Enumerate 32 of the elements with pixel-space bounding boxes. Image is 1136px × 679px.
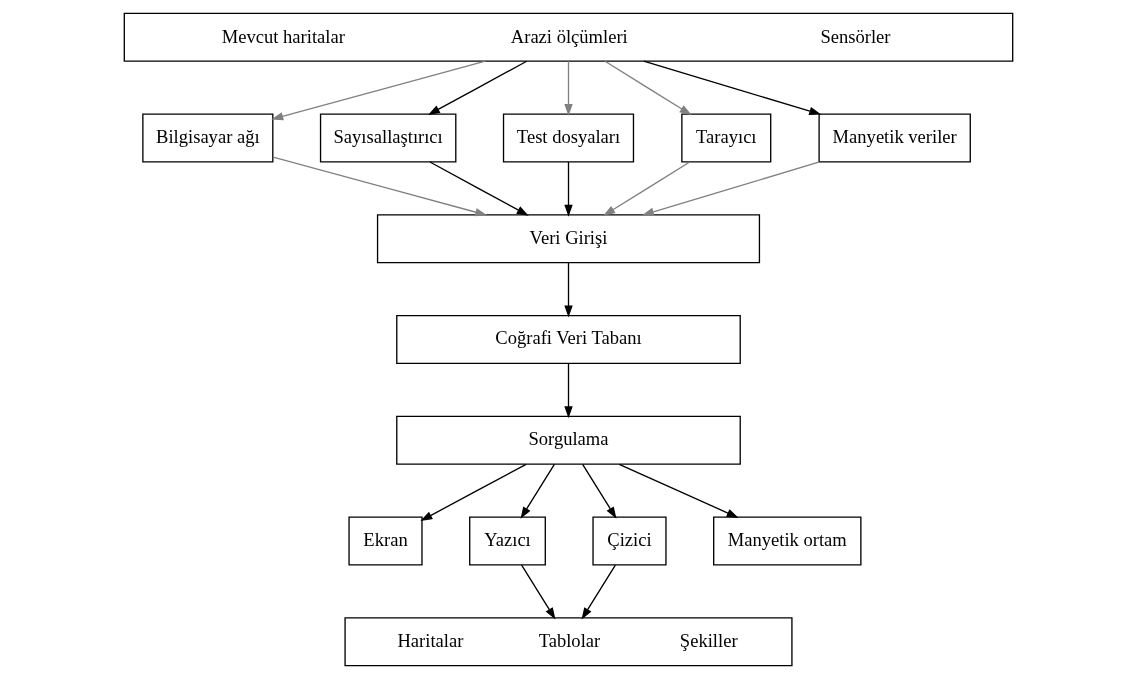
node-box: Çizici <box>591 516 667 566</box>
node-box: Veri Girişi <box>376 214 760 264</box>
arrow <box>520 564 555 620</box>
arrow <box>563 60 573 116</box>
node-box: Tarayıcı <box>680 113 771 163</box>
arrow <box>272 156 487 217</box>
node-box: Sayısallaştırıcı <box>319 113 456 163</box>
node-box: Test dosyaları <box>502 113 634 163</box>
node-box: Haritalar Tablolar Şekiller <box>343 617 793 667</box>
arrow <box>581 463 616 519</box>
arrow <box>641 161 820 216</box>
arrow <box>618 463 739 518</box>
node-box: Bilgisayar ağı <box>141 113 273 163</box>
arrow <box>563 161 573 217</box>
arrow <box>427 60 527 115</box>
node-box: Sorgulama <box>395 415 741 465</box>
arrow <box>520 463 555 519</box>
arrow <box>581 564 616 620</box>
node-box: Mevcut haritalar Arazi ölçümleri Sensörler <box>123 12 1013 62</box>
arrow <box>270 60 486 121</box>
node-box: Coğrafi Veri Tabanı <box>395 314 741 365</box>
arrow <box>563 262 573 318</box>
arrow <box>563 362 573 419</box>
arrow <box>428 161 529 216</box>
arrow <box>603 60 692 116</box>
node-box: Manyetik veriler <box>817 113 971 163</box>
node-box: Ekran <box>347 516 423 566</box>
node-box: Yazıcı <box>468 516 546 566</box>
arrow <box>642 60 821 116</box>
node-box: Manyetik ortam <box>712 516 862 566</box>
arrow <box>419 463 527 522</box>
arrow <box>602 161 690 216</box>
